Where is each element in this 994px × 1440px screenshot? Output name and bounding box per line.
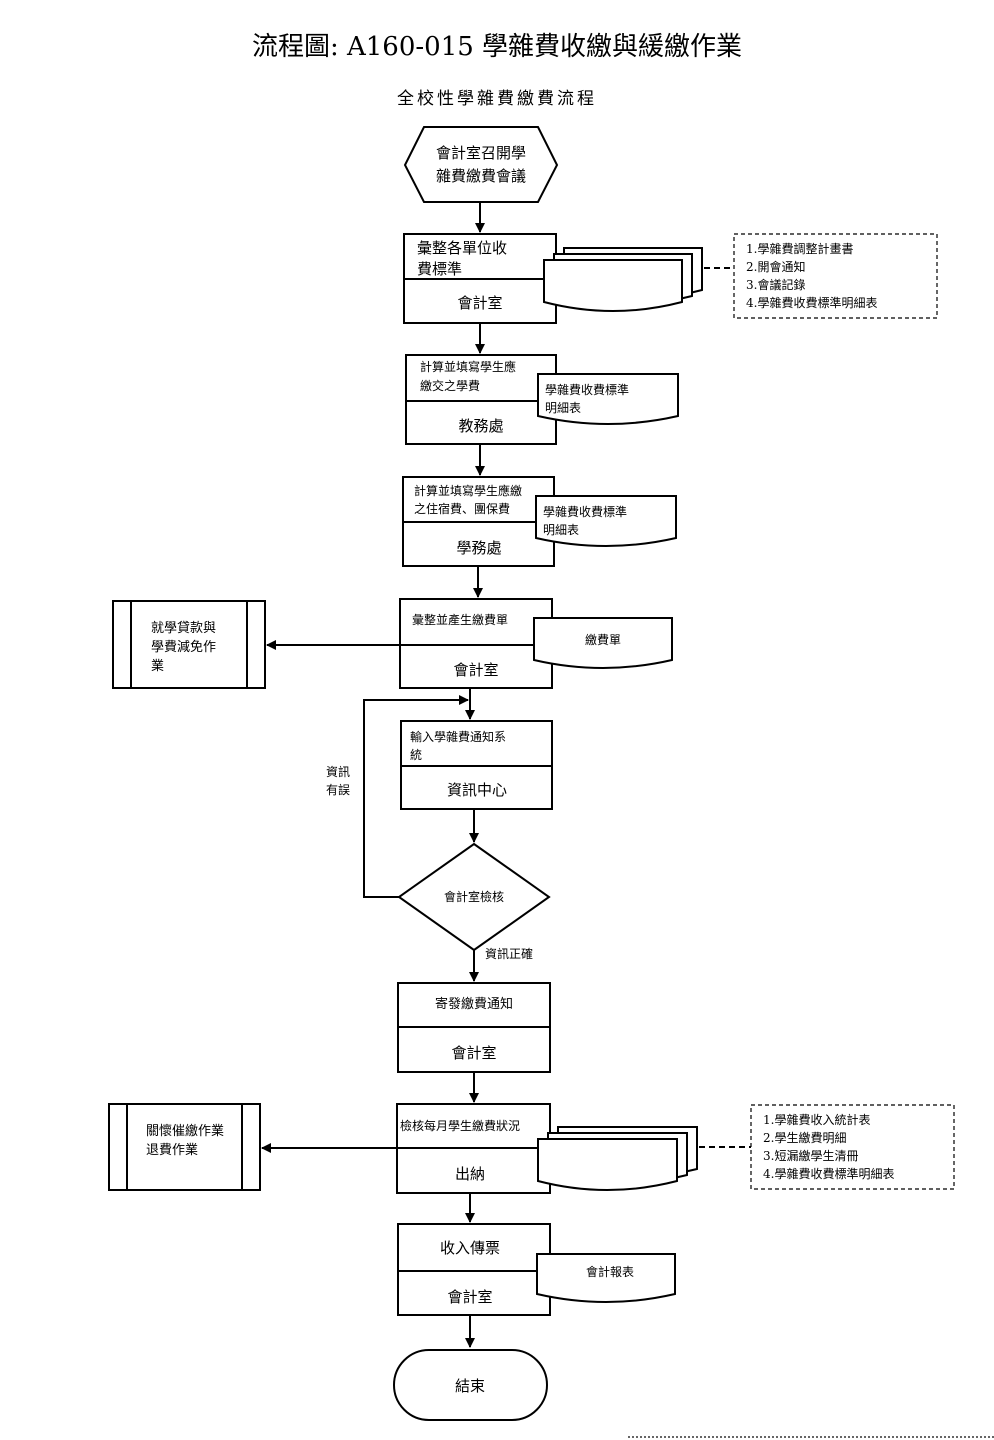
step2-unit: 教務處	[458, 417, 503, 435]
step1-doc-item-1: 1.學雜費調整計畫書	[746, 241, 853, 256]
step1-task-2: 費標準	[417, 260, 462, 278]
decision-yes-label: 資訊正確	[485, 946, 533, 961]
step4-doc: 繳費單	[585, 632, 621, 647]
step3-unit: 學務處	[456, 539, 501, 557]
step3-doc-1: 學雜費收費標準	[543, 504, 627, 519]
step3-doc-2: 明細表	[543, 523, 579, 537]
end-text: 結束	[455, 1377, 485, 1395]
start-text-1: 會計室召開學	[436, 144, 526, 162]
loop-back-arrow	[363, 695, 469, 898]
step5-unit: 資訊中心	[447, 781, 507, 799]
step6-task: 寄發繳費通知	[435, 996, 513, 1012]
step5-task-1: 輸入學雜費通知系	[410, 729, 506, 744]
step2-task-1: 計算並填寫學生應	[420, 359, 516, 374]
step7-doc-stack	[537, 1126, 698, 1191]
step1-docs-box	[733, 233, 938, 319]
page-bottom-divider	[628, 1436, 994, 1438]
step7-doc-item-3: 3.短漏繳學生清冊	[763, 1148, 858, 1163]
start-text-2: 雜費繳費會議	[436, 167, 526, 185]
step1-doc-item-2: 2.開會通知	[746, 260, 805, 274]
step6-unit: 會計室	[451, 1044, 496, 1062]
step7-task: 檢核每月學生繳費狀況	[400, 1118, 520, 1133]
step4-unit: 會計室	[453, 661, 498, 679]
side1-box	[112, 600, 266, 689]
step1-unit: 會計室	[457, 294, 502, 312]
step1-task-1: 彙整各單位收	[417, 239, 507, 257]
step4-doc	[533, 617, 673, 669]
loop-label-1: 資訊	[326, 764, 350, 779]
step8-doc	[536, 1253, 676, 1303]
step8-doc: 會計報表	[586, 1264, 634, 1279]
step3-doc	[535, 495, 677, 547]
side2-box	[108, 1103, 261, 1191]
step5-task-2: 統	[410, 748, 422, 762]
step2-doc-2: 明細表	[545, 401, 581, 415]
side2-text-2: 退費作業	[146, 1142, 198, 1158]
side1-text-2: 學費減免作	[151, 639, 216, 655]
step3-task-1: 計算並填寫學生應繳	[414, 483, 522, 498]
step3-task-2: 之住宿費、團保費	[414, 501, 510, 516]
step8-task: 收入傳票	[440, 1239, 500, 1257]
loop-label-2: 有誤	[326, 782, 350, 797]
page-title: 流程圖: A160-015 學雜費收繳與緩繳作業	[251, 32, 743, 62]
step1-doc-item-4: 4.學雜費收費標準明細表	[746, 295, 877, 310]
start-hexagon	[403, 126, 559, 203]
step7-doc-item-1: 1.學雜費收入統計表	[763, 1112, 870, 1127]
step7-docs-box	[750, 1104, 955, 1190]
step7-doc-item-4: 4.學雜費收費標準明細表	[763, 1166, 894, 1181]
step2-doc	[537, 373, 679, 425]
end-terminator	[393, 1349, 548, 1421]
step1-doc-stack	[543, 247, 703, 312]
page-subtitle: 全校性學雜費繳費流程	[397, 89, 597, 109]
side1-text-3: 業	[151, 658, 164, 674]
step7-doc-item-2: 2.學生繳費明細	[763, 1130, 846, 1145]
step2-doc-1: 學雜費收費標準	[545, 382, 629, 397]
step7-unit: 出納	[455, 1165, 485, 1183]
step8-unit: 會計室	[447, 1288, 492, 1306]
step4-task: 彙整並產生繳費單	[412, 612, 508, 627]
decision-text: 會計室檢核	[444, 889, 504, 904]
step1-doc-item-3: 3.會議記錄	[746, 277, 805, 292]
side2-text-1: 關懷催繳作業	[146, 1123, 224, 1139]
side1-text-1: 就學貸款與	[151, 620, 216, 636]
step2-task-2: 繳交之學費	[420, 378, 480, 393]
